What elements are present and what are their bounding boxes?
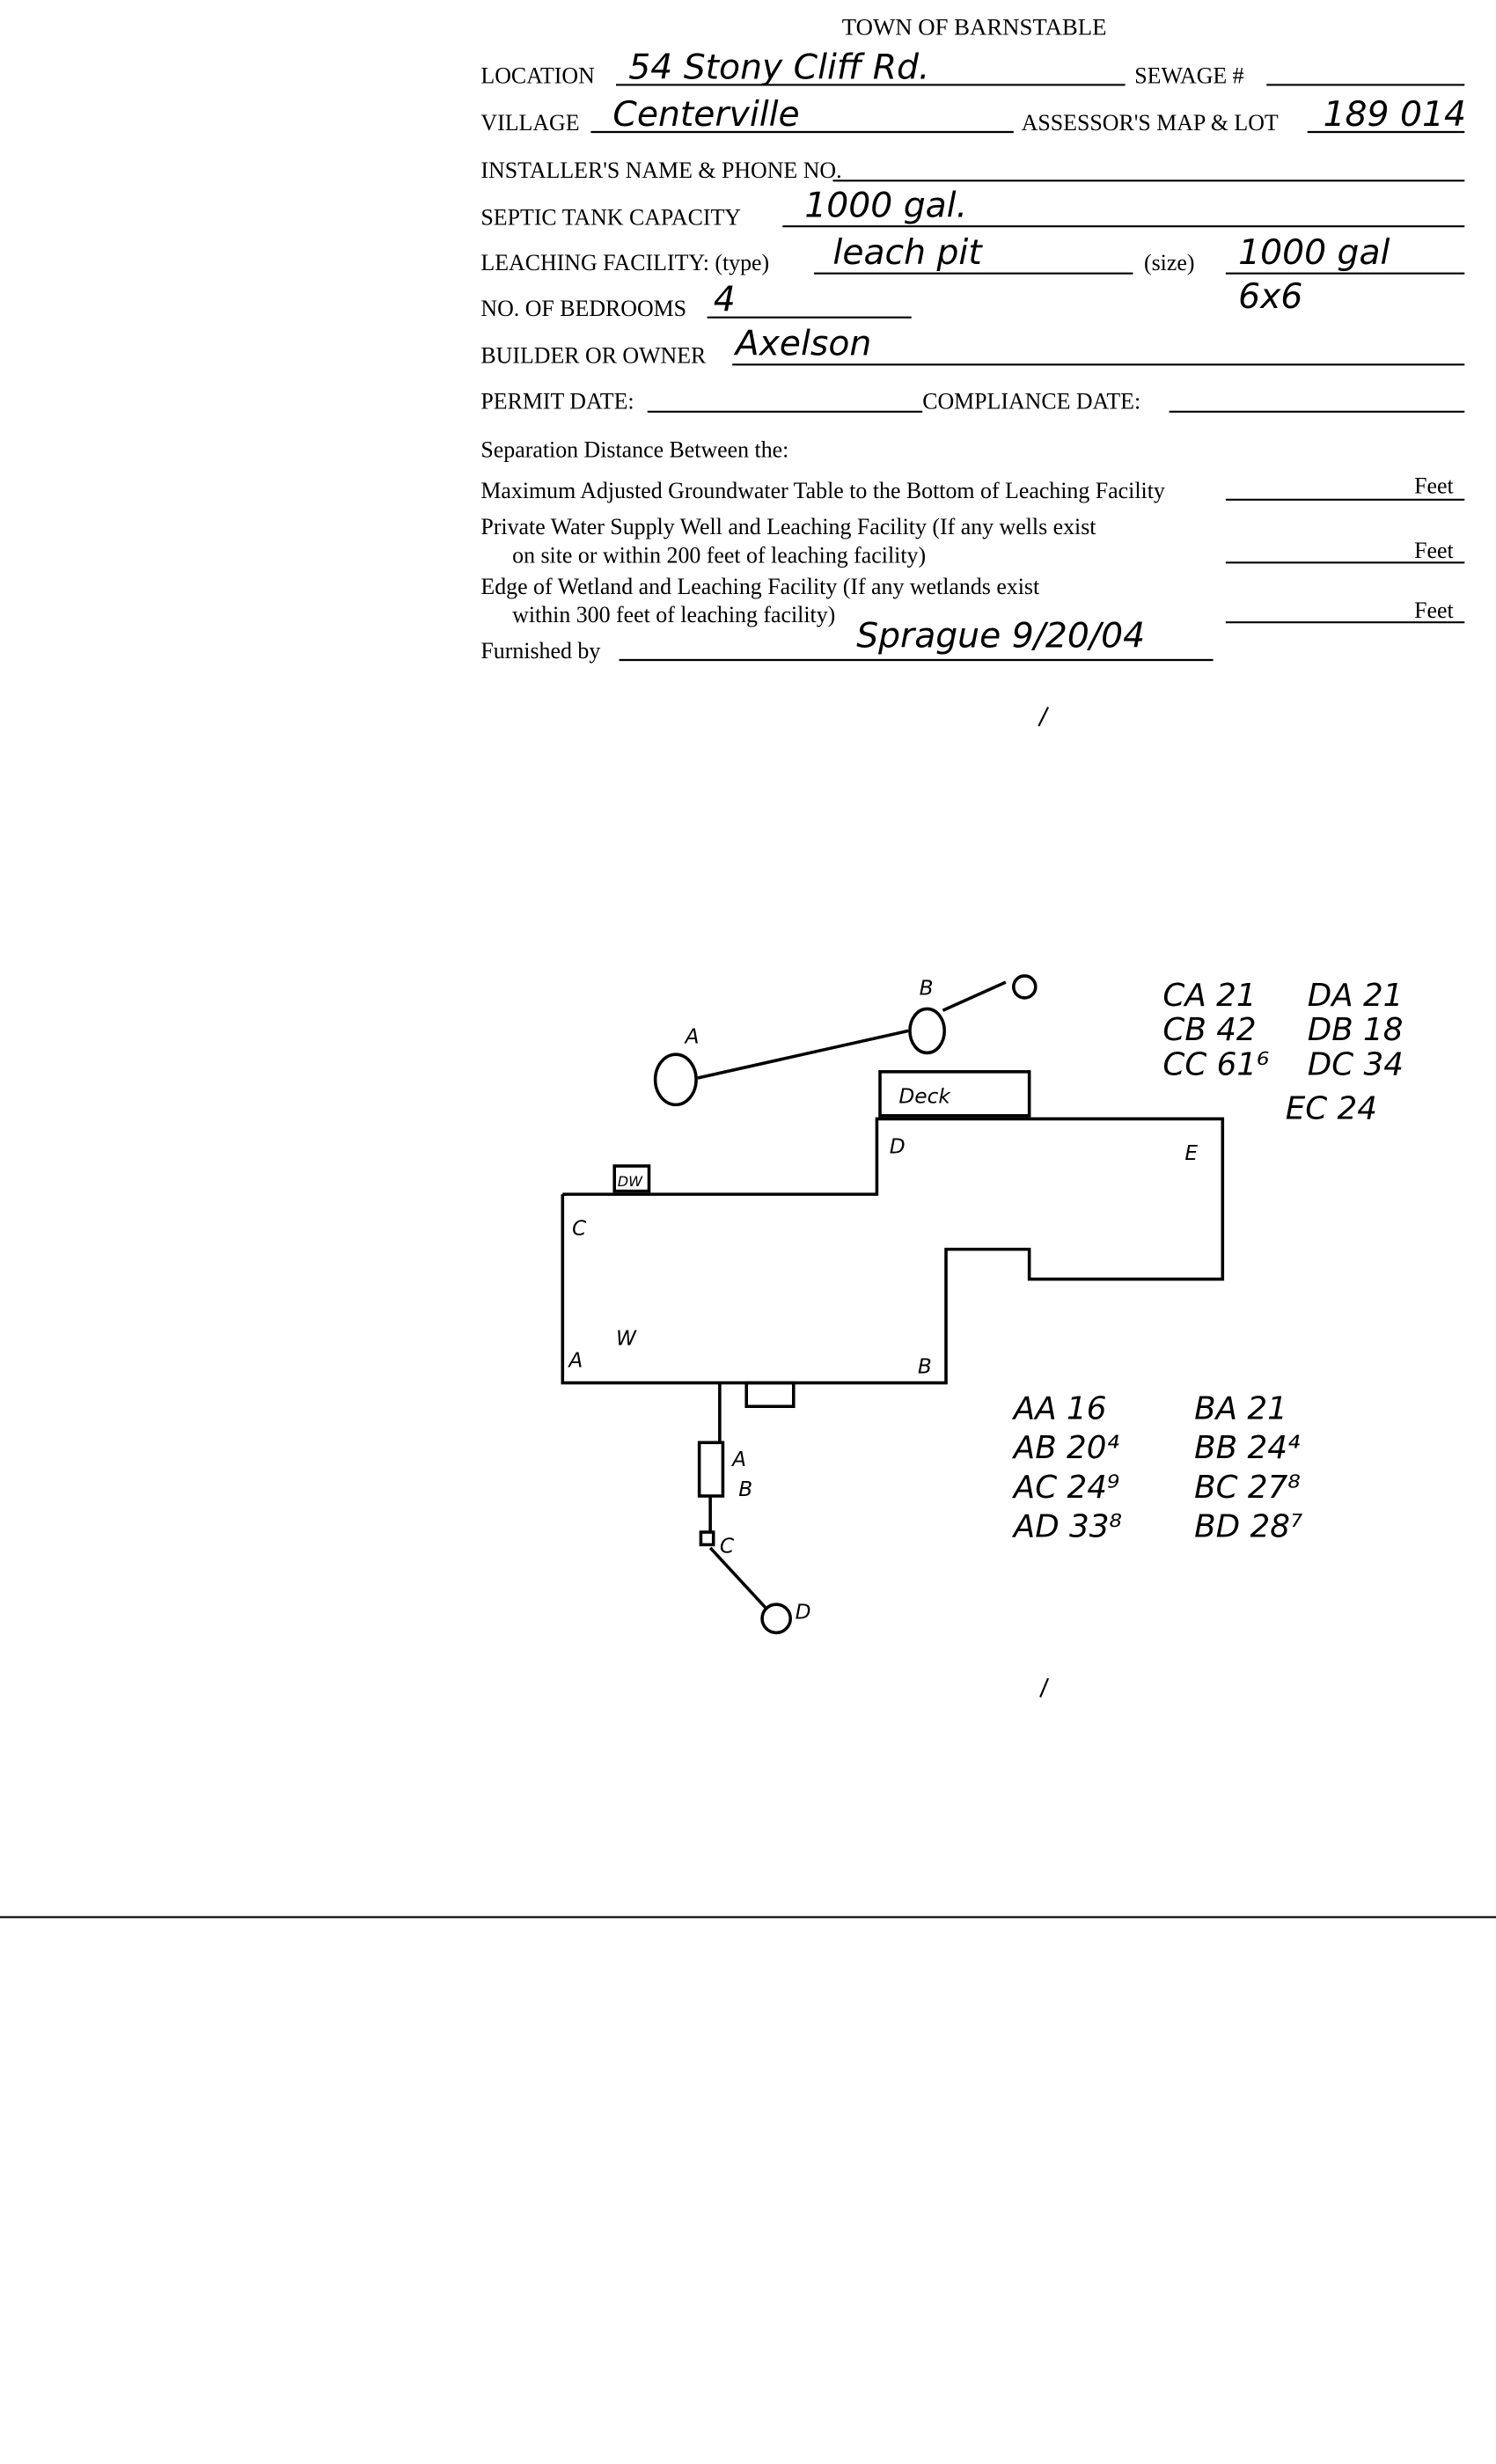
measurements-right: CA 21 DA 21 CB 42 DB 18 CC 61⁶ DC 34 EC … — [1162, 978, 1403, 1127]
measurement: DB 18 — [1308, 1012, 1404, 1048]
tick-mark — [1038, 707, 1050, 727]
measurement: DA 21 — [1308, 978, 1404, 1014]
measurement: BA 21 — [1194, 1391, 1287, 1427]
leaching-label: LEACHING FACILITY: (type) — [480, 250, 769, 275]
separation-wetland-2: within 300 feet of leaching facility) — [512, 602, 835, 627]
leach-pipe — [708, 1546, 768, 1610]
feet-label: Feet — [1414, 538, 1454, 563]
tick-mark — [1039, 1677, 1050, 1698]
corner-a-label: A — [567, 1349, 583, 1373]
builder-value[interactable]: Axelson — [733, 325, 872, 364]
septic-tank — [697, 1441, 725, 1498]
measurement: BC 27⁸ — [1194, 1470, 1301, 1506]
well-w-label: W — [616, 1327, 637, 1351]
outlet-box — [744, 1381, 796, 1408]
measurement: AB 20⁴ — [1012, 1430, 1119, 1466]
pipe-line — [942, 980, 1007, 1012]
measurement: AC 24⁹ — [1012, 1470, 1119, 1506]
measurement: BD 28⁷ — [1194, 1508, 1303, 1544]
measurement: AA 16 — [1012, 1391, 1107, 1427]
pit-b-label: B — [920, 976, 934, 1000]
measurement: CB 42 — [1162, 1012, 1256, 1048]
location-label: LOCATION — [480, 63, 595, 89]
size-value[interactable]: 1000 gal — [1238, 233, 1390, 273]
separation-wetland-1: Edge of Wetland and Leaching Facility (I… — [480, 574, 1040, 599]
measurements-bottom: AA 16 BA 21 AB 20⁴ BB 24⁴ AC 24⁹ BC 27⁸ … — [1012, 1391, 1303, 1545]
corner-c-label: C — [572, 1217, 587, 1241]
size-value-2[interactable]: 6x6 — [1238, 277, 1302, 317]
pit-d-circle — [1012, 974, 1038, 1000]
village-value[interactable]: Centerville — [612, 95, 799, 135]
furnished-label: Furnished by — [480, 638, 600, 664]
septic-label: SEPTIC TANK CAPACITY — [480, 204, 741, 230]
form-title: TOWN OF BARNSTABLE — [842, 13, 1107, 40]
separation-well-2: on site or within 200 feet of leaching f… — [512, 542, 926, 568]
dw-label: DW — [618, 1173, 643, 1190]
feet-label: Feet — [1414, 598, 1454, 623]
feet-label: Feet — [1414, 473, 1454, 499]
pit-a-circle — [653, 1052, 698, 1107]
pit-b-circle — [908, 1007, 946, 1055]
deck-box — [878, 1070, 1031, 1118]
leaching-type-value[interactable]: leach pit — [832, 233, 983, 273]
septic-value[interactable]: 1000 gal. — [804, 186, 967, 225]
pipe-line — [697, 1029, 909, 1080]
separation-well-1: Private Water Supply Well and Leaching F… — [480, 514, 1096, 539]
size-label: (size) — [1144, 250, 1194, 275]
village-label: VILLAGE — [480, 110, 579, 136]
site-sketch: Deck DW D E C A W B A B A B C D CA 21 DA… — [561, 974, 1404, 1635]
dw-box — [612, 1164, 651, 1193]
bedrooms-value[interactable]: 4 — [714, 281, 736, 320]
leach-pit-d — [760, 1602, 793, 1635]
leach-pit-d-label: D — [796, 1600, 811, 1624]
compliance-label: COMPLIANCE DATE: — [922, 388, 1140, 414]
measurement: CA 21 — [1162, 978, 1256, 1014]
tank-b-label: B — [738, 1478, 752, 1501]
permit-label: PERMIT DATE: — [480, 388, 634, 414]
separation-heading: Separation Distance Between the: — [480, 437, 788, 463]
dbox-c — [699, 1530, 715, 1547]
map-lot-value[interactable]: 189 014 — [1324, 95, 1466, 135]
location-value[interactable]: 54 Stony Cliff Rd. — [628, 48, 929, 87]
bedrooms-label: NO. OF BEDROOMS — [480, 296, 686, 321]
deck-label: Deck — [898, 1085, 951, 1109]
installer-label: INSTALLER'S NAME & PHONE NO. — [480, 158, 841, 183]
corner-d-label: D — [890, 1135, 906, 1159]
sewage-label: SEWAGE # — [1134, 63, 1243, 89]
dbox-c-label: C — [720, 1534, 735, 1558]
measurement: AD 33⁸ — [1012, 1508, 1122, 1544]
corner-e-label: E — [1184, 1141, 1198, 1165]
measurement: CC 61⁶ — [1162, 1046, 1269, 1082]
tank-a-label: A — [730, 1448, 746, 1471]
house-outline — [561, 1117, 1225, 1385]
pit-a-label: A — [684, 1025, 700, 1049]
map-lot-label: ASSESSOR'S MAP & LOT — [1022, 110, 1279, 136]
measurement: DC 34 — [1308, 1046, 1404, 1082]
builder-label: BUILDER OR OWNER — [480, 343, 707, 369]
corner-b-label: B — [918, 1355, 932, 1379]
separation-groundwater: Maximum Adjusted Groundwater Table to th… — [480, 478, 1164, 503]
furnished-value[interactable]: Sprague 9/20/04 — [856, 617, 1145, 656]
measurement: BB 24⁴ — [1194, 1430, 1300, 1466]
measurement: EC 24 — [1286, 1090, 1377, 1126]
